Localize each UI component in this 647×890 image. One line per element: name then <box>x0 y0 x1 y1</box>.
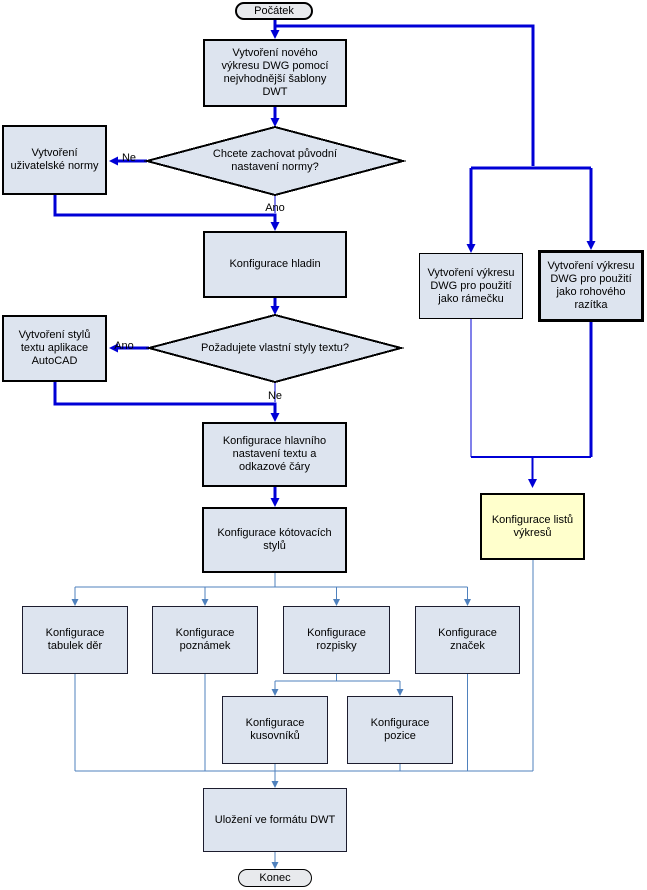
node-user-norm: Vytvoření uživatelské normy <box>2 125 107 195</box>
node-configure-notes: Konfigurace poznámek <box>152 606 258 674</box>
node-configure-dim-styles: Konfigurace kótovacích stylů <box>202 507 347 573</box>
node-configure-symbols: Konfigurace značek <box>415 606 520 674</box>
node-configure-sheets: Konfigurace listů výkresů <box>480 493 585 560</box>
node-configure-hole-tables: Konfigurace tabulek děr <box>22 606 128 674</box>
node-configure-layers: Konfigurace hladin <box>203 231 347 298</box>
node-save-dwt: Uložení ve formátu DWT <box>203 788 347 852</box>
secondary-flow-lines <box>74 560 534 862</box>
main-flow-lines <box>53 20 593 499</box>
decision-diamond-keep-norm <box>143 125 407 197</box>
decision-keep-norm-label: Chcete zachovat původní nastavení normy? <box>212 148 338 173</box>
node-frame-drawing: Vytvoření výkresu DWG pro použití jako r… <box>419 253 523 319</box>
label-decision1-yes: Ano <box>265 202 285 214</box>
node-title-stamp-drawing: Vytvoření výkresu DWG pro použití jako r… <box>538 250 644 322</box>
node-end: Konec <box>238 869 312 887</box>
main-arrowheads <box>109 30 596 507</box>
node-configure-main-text: Konfigurace hlavního nastavení textu a o… <box>202 422 347 487</box>
secondary-arrowheads <box>71 599 471 869</box>
label-decision1-no: Ne <box>121 152 137 164</box>
node-configure-parts-list: Konfigurace rozpisky <box>283 606 390 674</box>
decision-text-styles-label: Požadujete vlastní styly textu? <box>201 342 349 354</box>
label-decision2-no: Ne <box>267 390 283 402</box>
node-start: Počátek <box>235 2 313 20</box>
right-branch-lines <box>274 195 593 479</box>
node-create-new-drawing: Vytvoření nového výkresu DWG pomocí nejv… <box>203 39 347 107</box>
node-create-text-styles: Vytvoření stylů textu aplikace AutoCAD <box>2 315 107 382</box>
node-configure-boms: Konfigurace kusovníků <box>222 696 328 764</box>
label-decision2-yes: Ano <box>114 340 134 352</box>
decision-diamond-text-styles <box>145 313 405 384</box>
node-configure-balloons: Konfigurace pozice <box>347 696 453 764</box>
